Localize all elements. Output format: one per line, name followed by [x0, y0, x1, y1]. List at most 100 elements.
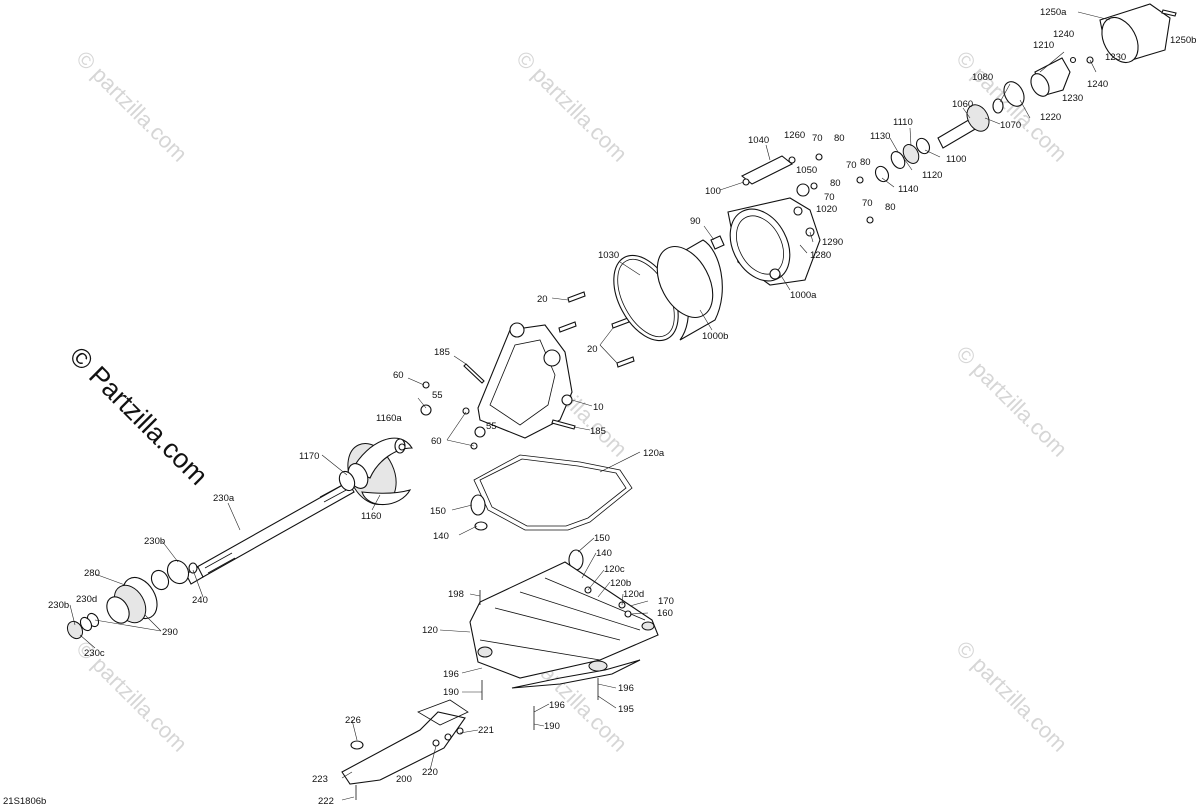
bearing-group: [874, 81, 1025, 183]
part-label: 150: [594, 533, 610, 544]
part-label: 230c: [84, 648, 105, 659]
part-label: 230a: [213, 493, 235, 504]
part-label: 70: [812, 133, 823, 144]
part-label: 140: [433, 531, 449, 542]
part-label: 120: [422, 625, 438, 636]
part-label: 185: [590, 426, 606, 437]
part-label: 1250a: [1040, 7, 1067, 18]
part-label: 70: [862, 198, 873, 209]
part-label: 220: [422, 767, 438, 778]
part-label: 1240: [1087, 79, 1108, 90]
part-label: 70: [846, 160, 857, 171]
part-label: 1280: [810, 250, 831, 261]
part-label: 1000b: [702, 331, 728, 342]
part-label: 1260: [784, 130, 805, 141]
part-label: 140: [596, 548, 612, 559]
part-label: 185: [434, 347, 450, 358]
part-label: 240: [192, 595, 208, 606]
part-label: 160: [657, 608, 673, 619]
part-label: 1130: [870, 131, 890, 142]
part-label: 198: [448, 589, 464, 600]
part-label: 80: [834, 133, 845, 144]
part-label: 195: [618, 704, 634, 715]
part-label: 1230: [1062, 93, 1083, 104]
part-label: 1170: [299, 451, 319, 462]
part-label: 1120: [922, 170, 942, 181]
part-label: 221: [478, 725, 494, 736]
part-label: 80: [885, 202, 896, 213]
part-label: 280: [84, 568, 100, 579]
part-label: 223: [312, 774, 328, 785]
part-label: 80: [830, 178, 841, 189]
housing-cap: [740, 153, 874, 224]
diagram-code: 21S1806b: [3, 796, 46, 807]
watermark: © partzilla.com: [951, 636, 1072, 757]
part-label: 1080: [972, 72, 993, 83]
part-label: 190: [443, 687, 459, 698]
part-label: 1210: [1033, 40, 1054, 51]
part-label: 196: [618, 683, 634, 694]
part-label: 80: [860, 157, 871, 168]
studs: [398, 291, 635, 451]
part-label: 20: [537, 294, 548, 305]
part-label: 60: [393, 370, 404, 381]
part-label: 1000a: [790, 290, 817, 301]
part-label: 100: [705, 186, 721, 197]
gasket-120a: [473, 454, 633, 531]
part-label: 150: [430, 506, 446, 517]
part-label: 226: [345, 715, 361, 726]
part-label: 1240: [1053, 29, 1074, 40]
part-label: 70: [824, 192, 835, 203]
part-label: 230b: [48, 600, 69, 611]
part-label: 1140: [898, 184, 918, 195]
part-label: 120d: [623, 589, 644, 600]
part-label: 196: [443, 669, 459, 680]
part-label: 230b: [144, 536, 165, 547]
part-label: 196: [549, 700, 565, 711]
part-label: 1050: [796, 165, 817, 176]
part-label: 1110: [893, 117, 913, 128]
part-label: 1160a: [376, 413, 402, 424]
part-label: 1250b: [1170, 35, 1196, 46]
part-label: 170: [658, 596, 674, 607]
ride-plate: [341, 699, 469, 800]
part-label: 120c: [604, 564, 625, 575]
impeller: [338, 437, 413, 506]
part-label: 1060: [952, 99, 973, 110]
part-label: 20: [587, 344, 598, 355]
part-label: 190: [544, 721, 560, 732]
part-label: 1160: [361, 511, 381, 522]
pump-support: [477, 322, 573, 439]
drive-shaft: [185, 481, 355, 585]
part-label: 120a: [643, 448, 665, 459]
part-label: 230d: [76, 594, 97, 605]
part-label: 1290: [822, 237, 843, 248]
part-label: 120b: [610, 578, 631, 589]
part-label: 55: [486, 421, 497, 432]
wear-ring: [613, 239, 723, 342]
part-label: 90: [690, 216, 701, 227]
leader-lines: [69, 11, 1111, 801]
part-label: 55: [432, 390, 443, 401]
watermark: © partzilla.com: [951, 341, 1072, 462]
pump-housing: [710, 197, 821, 286]
part-label: 1070: [1000, 120, 1021, 131]
part-label: 1030: [598, 250, 619, 261]
watermark-main: © Partzilla.com: [64, 341, 214, 491]
part-label: 290: [162, 627, 178, 638]
watermark: © partzilla.com: [71, 46, 192, 167]
part-labels: 1250a 1250b 1240 1240 1210 1230 1230 108…: [48, 7, 1196, 807]
part-label: 1100: [946, 154, 966, 165]
nozzle-venturi: [1030, 3, 1177, 97]
part-label: 1040: [748, 135, 769, 146]
part-label: 200: [396, 774, 412, 785]
part-label: 1220: [1040, 112, 1061, 123]
watermark: © partzilla.com: [511, 46, 632, 167]
part-label: 222: [318, 796, 334, 807]
part-label: 1230: [1105, 52, 1126, 63]
part-label: 60: [431, 436, 442, 447]
part-label: 1020: [816, 204, 837, 215]
part-label: 10: [593, 402, 604, 413]
